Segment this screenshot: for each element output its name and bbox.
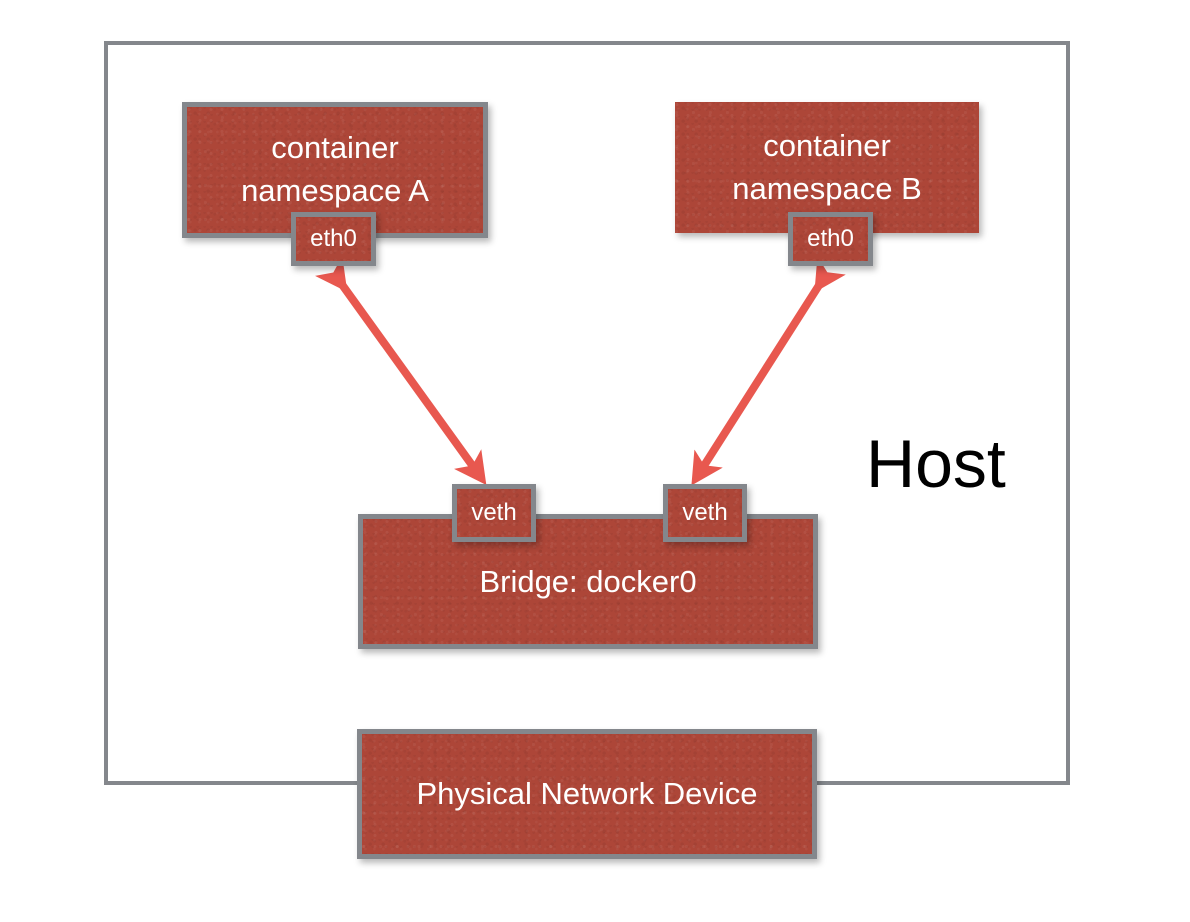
veth-interface-left-label: veth [471, 499, 517, 526]
physical-network-device-box[interactable]: Physical Network Device [357, 729, 817, 859]
veth-interface-right-box[interactable]: veth [663, 484, 747, 542]
host-label: Host [866, 426, 1006, 502]
veth-interface-right-label: veth [682, 499, 728, 526]
bridge-docker0-box[interactable]: Bridge: docker0 [358, 514, 818, 649]
eth0-interface-b-box[interactable]: eth0 [788, 212, 873, 266]
eth0-interface-b-label: eth0 [807, 225, 854, 252]
physical-network-device-label: Physical Network Device [416, 776, 758, 811]
eth0-interface-a-box[interactable]: eth0 [291, 212, 376, 266]
container-namespace-b-label: container namespace B [732, 127, 922, 206]
eth0-interface-a-label: eth0 [310, 225, 357, 252]
bridge-docker0-label: Bridge: docker0 [479, 563, 697, 599]
container-namespace-a-label: container namespace A [241, 130, 429, 208]
veth-interface-left-box[interactable]: veth [452, 484, 536, 542]
container-namespace-b-box[interactable]: container namespace B [675, 102, 979, 233]
